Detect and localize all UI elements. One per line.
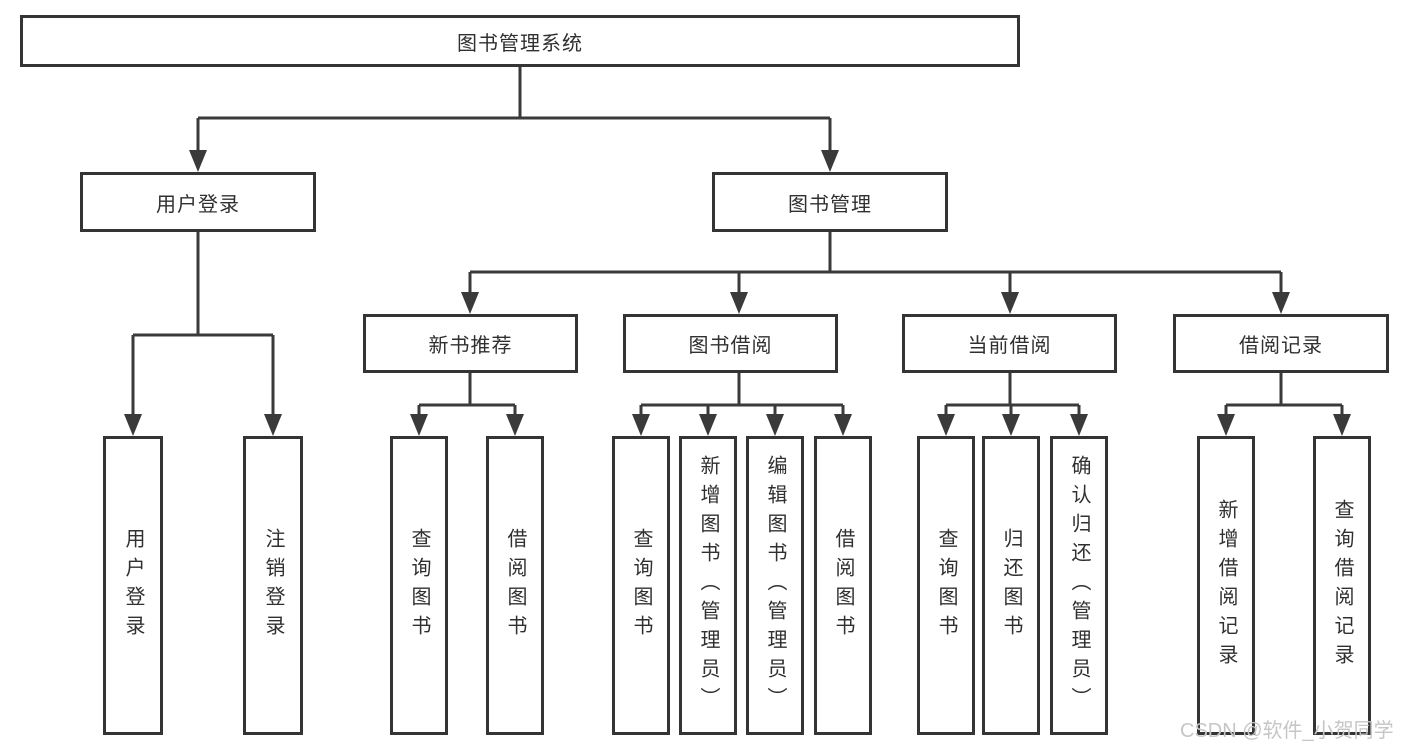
node-book-management: 图书管理: [712, 172, 948, 232]
leaf-query-borrow-record-label: 查询借阅记录: [1331, 498, 1353, 673]
node-book-borrow-label: 图书借阅: [688, 335, 773, 357]
leaf-recommend-query-books-label: 查询图书: [408, 527, 430, 644]
connector-lines: [131, 67, 1344, 418]
node-new-book-recommend: 新书推荐: [363, 314, 578, 373]
leaf-edit-books-admin: 编辑图书（管理员）: [746, 436, 804, 735]
node-current-borrow-label: 当前借阅: [967, 335, 1052, 357]
leaf-user-login: 用户登录: [103, 436, 163, 735]
leaf-query-borrow-record: 查询借阅记录: [1313, 436, 1371, 735]
arrowhead-markers: [124, 150, 1351, 436]
leaf-borrow-books: 借阅图书: [814, 436, 872, 735]
leaf-edit-books-admin-label: 编辑图书（管理员）: [764, 455, 786, 716]
leaf-current-query-books-label: 查询图书: [935, 527, 957, 644]
node-borrow-records: 借阅记录: [1173, 314, 1389, 373]
node-user-login-label: 用户登录: [156, 193, 240, 216]
leaf-confirm-return-admin-label: 确认归还（管理员）: [1068, 455, 1090, 716]
leaf-add-borrow-record: 新增借阅记录: [1197, 436, 1255, 735]
leaf-recommend-borrow-books: 借阅图书: [486, 436, 544, 735]
leaf-add-books-admin-label: 新增图书（管理员）: [697, 455, 719, 716]
node-new-book-recommend-label: 新书推荐: [428, 335, 513, 357]
leaf-borrow-query-books-label: 查询图书: [630, 527, 652, 644]
leaf-logout: 注销登录: [243, 436, 303, 735]
leaf-return-books-label: 归还图书: [1000, 527, 1022, 644]
leaf-user-login-label: 用户登录: [122, 527, 144, 644]
leaf-confirm-return-admin: 确认归还（管理员）: [1050, 436, 1108, 735]
leaf-current-query-books: 查询图书: [917, 436, 975, 735]
csdn-watermark: CSDN @软件_小贺同学: [1180, 720, 1394, 742]
leaf-return-books: 归还图书: [982, 436, 1040, 735]
node-root: 图书管理系统: [20, 15, 1020, 67]
leaf-add-borrow-record-label: 新增借阅记录: [1215, 498, 1237, 673]
leaf-borrow-query-books: 查询图书: [612, 436, 670, 735]
node-current-borrow: 当前借阅: [902, 314, 1117, 373]
node-book-borrow: 图书借阅: [623, 314, 838, 373]
node-user-login: 用户登录: [80, 172, 316, 232]
leaf-borrow-books-label: 借阅图书: [832, 527, 854, 644]
node-root-label: 图书管理系统: [457, 32, 583, 55]
leaf-logout-label: 注销登录: [262, 527, 284, 644]
leaf-add-books-admin: 新增图书（管理员）: [679, 436, 737, 735]
leaf-recommend-query-books: 查询图书: [390, 436, 448, 735]
node-borrow-records-label: 借阅记录: [1239, 335, 1323, 357]
node-book-management-label: 图书管理: [788, 193, 872, 216]
leaf-recommend-borrow-books-label: 借阅图书: [504, 527, 526, 644]
